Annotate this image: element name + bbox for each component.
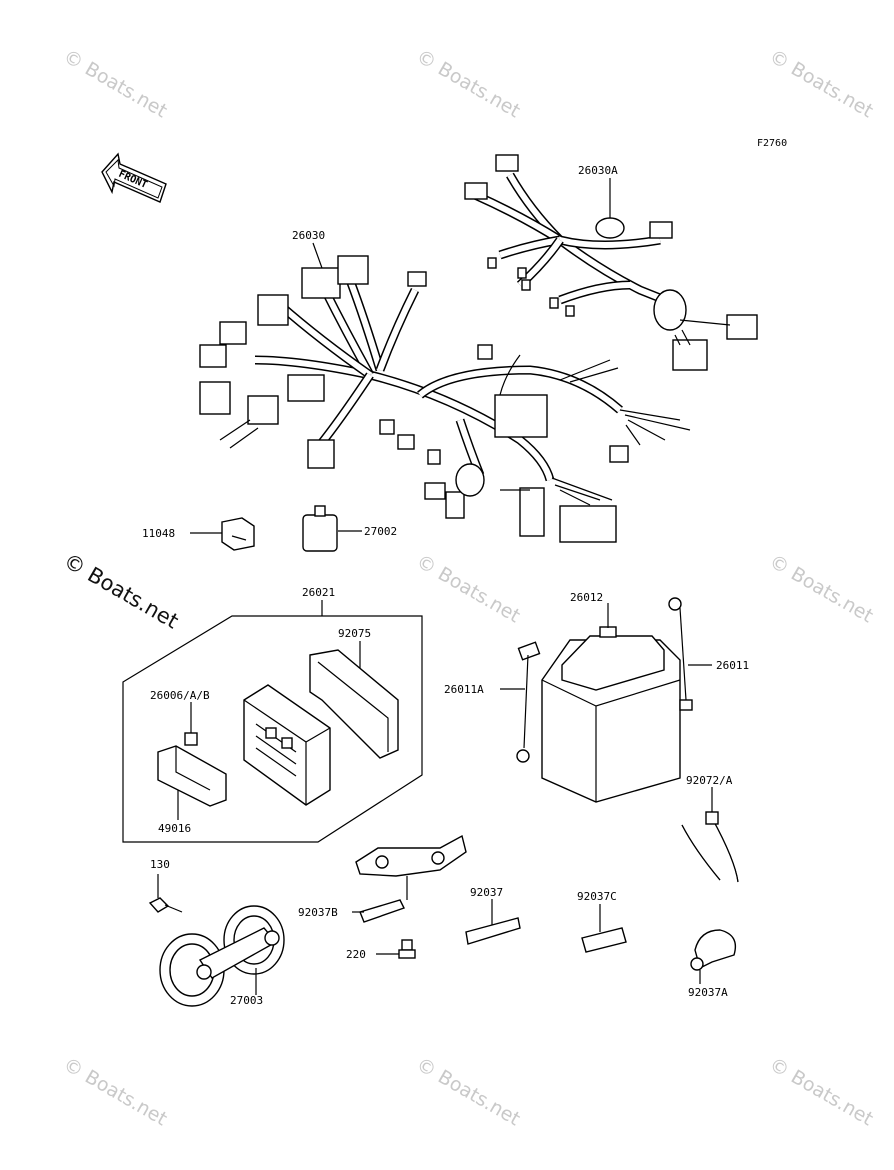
front-arrow-icon: FRONT — [101, 152, 167, 203]
block-92037c: 92037C — [577, 890, 627, 953]
callout-92037: 92037 — [470, 886, 503, 899]
callout-27003: 27003 — [230, 994, 263, 1007]
bolt-220: 220 — [346, 939, 416, 961]
callout-130: 130 — [150, 858, 170, 871]
part-11048: 11048 — [142, 517, 255, 551]
clamp-92037a: 92037A — [688, 929, 737, 999]
horn-27003: 27003 — [159, 905, 285, 1007]
leader-26030 — [312, 242, 323, 269]
watermark-top-right: © Boats.net — [766, 45, 877, 122]
callout-27002: 27002 — [364, 525, 397, 538]
callout-26011a: 26011A — [444, 683, 484, 696]
callout-26030a: 26030A — [578, 164, 618, 177]
watermark-prominent: © Boats.net — [60, 549, 183, 634]
battery-26012: 26012 — [541, 591, 681, 803]
watermark-bottom-center: © Boats.net — [413, 1053, 524, 1130]
callout-26030: 26030 — [292, 229, 325, 242]
callout-92075: 92075 — [338, 627, 371, 640]
watermark-bottom-right: © Boats.net — [766, 1053, 877, 1130]
main-harness-26030: 26030 — [199, 229, 691, 543]
watermark-bottom-left: © Boats.net — [60, 1053, 171, 1130]
part-27002-relay: 27002 — [302, 505, 397, 552]
figure-code: F2760 — [757, 138, 787, 149]
junction-box-assembly-26021: 26021 92075 26006/A/B 49016 — [122, 586, 423, 843]
callout-26006: 26006/A/B — [150, 689, 210, 702]
callout-92037a: 92037A — [688, 986, 728, 999]
callout-26021: 26021 — [302, 586, 335, 599]
callout-49016: 49016 — [158, 822, 191, 835]
callout-26011: 26011 — [716, 659, 749, 672]
cable-26011: 26011 — [668, 597, 749, 711]
callout-11048: 11048 — [142, 527, 175, 540]
callout-26012: 26012 — [570, 591, 603, 604]
callout-92037b: 92037B — [298, 906, 338, 919]
callout-220: 220 — [346, 948, 366, 961]
bracket-assembly: 92037B — [298, 834, 467, 923]
cable-26011a: 26011A — [444, 641, 541, 763]
watermark-mid-right: © Boats.net — [766, 550, 877, 627]
callout-92072: 92072/A — [686, 774, 733, 787]
bolt-130: 130 — [148, 858, 183, 913]
band-92072: 92072/A — [681, 774, 739, 883]
watermark-mid-center: © Boats.net — [413, 550, 524, 627]
plate-92037: 92037 — [465, 886, 521, 945]
sub-harness-26030a: 26030A — [464, 154, 758, 371]
watermark-top-center: © Boats.net — [413, 45, 524, 122]
callout-92037c: 92037C — [577, 890, 617, 903]
watermark-top-left: © Boats.net — [60, 45, 171, 122]
